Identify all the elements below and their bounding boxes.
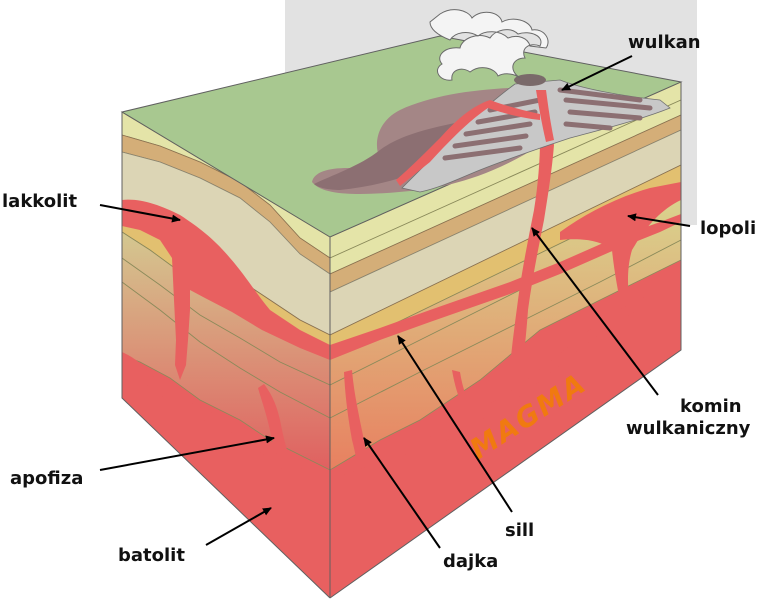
label-lopoli: lopoli bbox=[700, 218, 756, 239]
front-face bbox=[121, 111, 331, 599]
arrow-komin bbox=[531, 227, 659, 396]
front-edge bbox=[121, 112, 331, 599]
label-sill: sill bbox=[505, 520, 534, 541]
apophysis-right bbox=[452, 370, 472, 414]
lopolith-body bbox=[560, 182, 681, 310]
arrow-wulkan bbox=[561, 55, 633, 91]
arrow-sill bbox=[397, 335, 513, 513]
label-komin-line1: komin bbox=[680, 396, 742, 417]
apophysis-front bbox=[258, 384, 300, 478]
smoke-plume-icon bbox=[429, 9, 549, 81]
label-wulkan: wulkan bbox=[628, 32, 701, 53]
volcano-strata bbox=[442, 87, 653, 161]
label-komin-line2: wulkaniczny bbox=[626, 418, 751, 439]
arrow-lakkolit bbox=[99, 204, 181, 223]
arrow-batolit bbox=[205, 507, 272, 546]
right-edge bbox=[329, 82, 682, 599]
top-surface bbox=[120, 9, 683, 238]
label-dajka: dajka bbox=[443, 551, 498, 572]
right-face bbox=[329, 81, 682, 599]
front-stratum-line bbox=[121, 257, 331, 386]
label-batolit: batolit bbox=[118, 545, 185, 566]
laccolith-body bbox=[122, 199, 330, 380]
crater bbox=[514, 74, 546, 86]
label-lakkolit: lakkolit bbox=[2, 191, 77, 212]
dike-body bbox=[344, 370, 367, 478]
label-apofiza: apofiza bbox=[10, 468, 83, 489]
sill-body bbox=[330, 214, 681, 360]
vent-conduit-surface bbox=[536, 90, 554, 142]
arrow-lopoli bbox=[627, 213, 691, 227]
arrow-dajka bbox=[363, 437, 441, 549]
arrow-apofiza bbox=[99, 435, 275, 471]
batholith-edge-right bbox=[330, 282, 681, 480]
vent-branch bbox=[396, 100, 540, 186]
volcanic-pipe bbox=[500, 90, 554, 446]
front-stratum-line bbox=[121, 281, 331, 419]
